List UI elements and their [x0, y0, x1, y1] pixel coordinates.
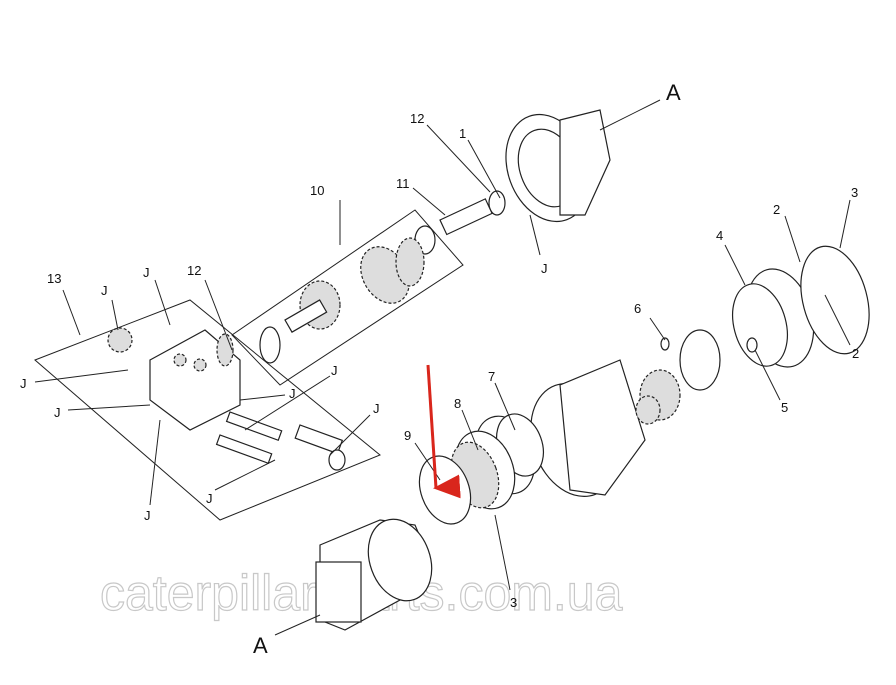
top-motor-housing	[414, 99, 661, 255]
label-3-bottom: 3	[510, 595, 517, 610]
label-j-5: J	[331, 363, 338, 378]
label-j-8: J	[144, 508, 151, 523]
label-j-housing: J	[541, 261, 548, 276]
assembly-13-valve-block	[34, 299, 381, 521]
label-12-left: 12	[187, 263, 201, 278]
label-j-3: J	[20, 376, 27, 391]
label-12-top: 12	[410, 111, 424, 126]
label-j-7: J	[289, 386, 296, 401]
label-2-bottom: 2	[852, 346, 859, 361]
label-j-2: J	[101, 283, 108, 298]
label-9: 9	[404, 428, 411, 443]
label-a-bottom: A	[253, 633, 268, 658]
label-3-top: 3	[851, 185, 858, 200]
label-10: 10	[310, 183, 324, 198]
label-j-4: J	[54, 405, 61, 420]
label-13: 13	[47, 271, 61, 286]
label-8: 8	[454, 396, 461, 411]
label-a-top: A	[666, 80, 681, 105]
label-7: 7	[488, 369, 495, 384]
label-1: 1	[459, 126, 466, 141]
label-4: 4	[716, 228, 723, 243]
label-2-top: 2	[773, 202, 780, 217]
label-11: 11	[396, 176, 410, 191]
label-j-9: J	[206, 491, 213, 506]
label-j-6: J	[373, 401, 380, 416]
bottom-motor-assembly	[274, 430, 516, 636]
label-5: 5	[781, 400, 788, 415]
label-6: 6	[634, 301, 641, 316]
leader-lines	[34, 124, 851, 591]
label-j-1: J	[143, 265, 150, 280]
assembly-10-box	[231, 200, 464, 386]
highlight-arrow	[426, 364, 461, 499]
right-reduction-parts	[474, 245, 870, 497]
